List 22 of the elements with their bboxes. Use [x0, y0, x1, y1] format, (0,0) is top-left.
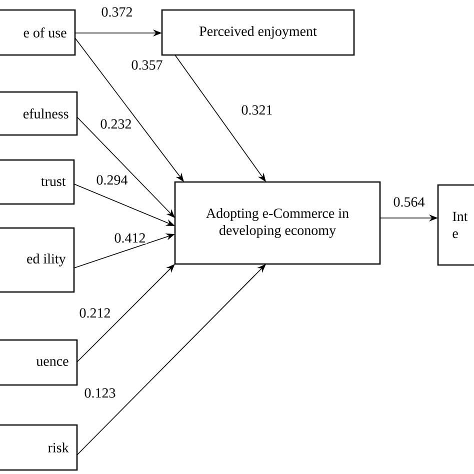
path-coefficient: 0.123 — [83, 387, 117, 399]
path-coefficient: 0.294 — [95, 174, 129, 186]
construct-box: efulness — [0, 91, 78, 136]
construct-box: Perceived enjoyment — [161, 9, 355, 56]
path-coefficient: 0.412 — [113, 232, 147, 244]
construct-box: ed ility — [0, 227, 75, 293]
path-coefficient: 0.564 — [392, 196, 426, 208]
construct-box: Adopting e-Commerce in developing economy — [174, 181, 381, 265]
arrow — [76, 264, 266, 456]
path-coefficient: 0.321 — [240, 104, 274, 116]
arrow — [76, 116, 175, 218]
construct-box: Int e — [437, 184, 474, 266]
construct-box: uence — [0, 339, 78, 386]
arrow — [76, 264, 175, 362]
construct-box: e of use — [0, 9, 76, 56]
arrow — [74, 38, 184, 182]
path-coefficient: 0.232 — [99, 118, 133, 130]
construct-box: risk — [0, 424, 78, 471]
path-coefficient: 0.372 — [100, 6, 134, 18]
path-coefficient: 0.212 — [78, 307, 112, 319]
construct-box: trust — [0, 159, 75, 205]
path-coefficient: 0.357 — [130, 59, 164, 71]
